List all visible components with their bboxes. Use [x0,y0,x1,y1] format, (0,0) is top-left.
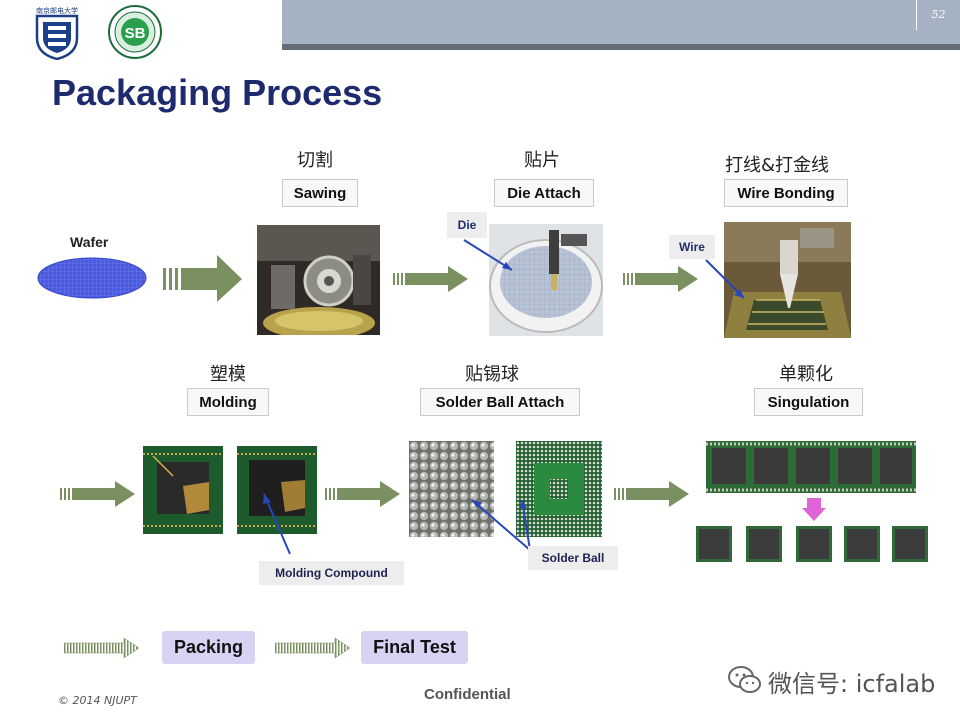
copyright-text: © 2014 NJUPT [58,694,137,707]
wafer-label: Wafer [70,234,109,250]
wire-pointer-arrow [705,259,745,299]
wafer-image [37,257,147,299]
svg-text:南京邮电大学: 南京邮电大学 [36,6,78,15]
wire-bonding-photo [724,222,851,338]
flow-arrow-1 [163,255,242,302]
final-test-box: Final Test [361,631,468,664]
sawing-label: Sawing [282,179,358,207]
die-callout: Die [447,212,487,238]
strip-of-packages-photo [706,441,916,493]
flow-arrow-5 [325,481,400,507]
molding-photo-after [237,446,317,534]
solder-ball-attach-label: Solder Ball Attach [420,388,580,416]
solder-ball-pointer-arrow-1 [471,499,531,551]
packing-box: Packing [162,631,255,664]
page-number: 52 [916,0,960,30]
svg-text:SB: SB [125,25,146,42]
solder-ball-callout: Solder Ball [528,546,618,570]
header-divider [282,44,960,50]
molding-photo-before [143,446,223,534]
page-title: Packaging Process [52,72,383,113]
solder-balls-photo [409,441,494,537]
flow-arrow-6 [614,481,689,507]
molding-pointer-arrow [263,493,291,555]
singulation-down-arrow [802,498,826,521]
wire-callout: Wire [669,235,715,259]
flow-arrow-7 [64,638,140,658]
header-bar [282,0,960,44]
sawing-cn-label: 切割 [297,150,333,171]
solder-ball-pointer-arrow-2 [520,499,531,551]
wire-bonding-label: Wire Bonding [724,179,848,207]
solder-ball-attach-cn-label: 贴锡球 [465,364,519,385]
molding-cn-label: 塑模 [210,364,246,385]
sawing-machine-photo [257,225,380,335]
university-crest-logo: 南京邮电大学 [35,6,79,60]
flow-arrow-3 [623,266,698,292]
die-attach-photo [489,224,603,336]
wechat-icon [728,666,761,693]
flow-arrow-2 [393,266,468,292]
flow-arrow-8 [275,638,351,658]
wechat-id-watermark: 微信号: icfalab [768,670,936,698]
wire-bonding-cn-label: 打线&打金线 [725,155,830,176]
die-pointer-arrow [463,239,513,271]
singulation-cn-label: 单颗化 [779,364,833,385]
college-round-logo: SB [108,5,162,59]
die-attach-cn-label: 贴片 [524,150,560,171]
flow-arrow-4 [60,481,135,507]
singulated-packages-photo [696,526,928,562]
singulation-label: Singulation [754,388,863,416]
molding-label: Molding [187,388,269,416]
molding-compound-callout: Molding Compound [259,561,404,585]
confidential-label: Confidential [424,686,511,703]
bga-substrate-photo [516,441,602,537]
die-attach-label: Die Attach [494,179,594,207]
